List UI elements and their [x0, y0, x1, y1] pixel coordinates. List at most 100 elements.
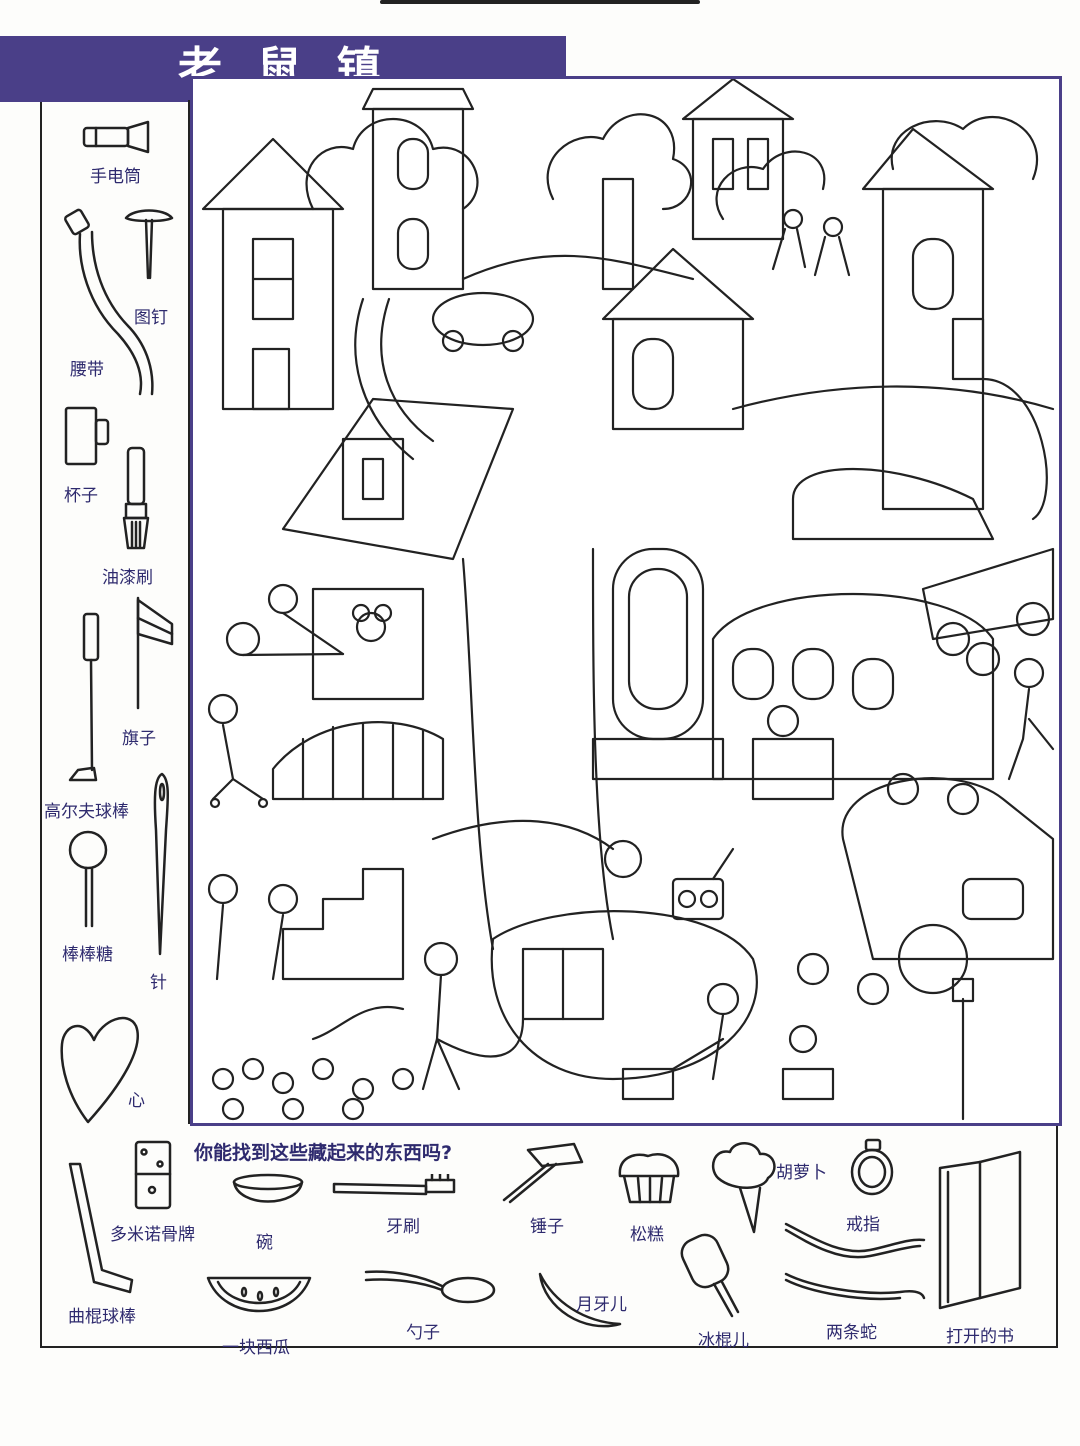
label-belt: 腰带 [70, 360, 104, 380]
crescent-moon-icon[interactable] [534, 1268, 624, 1338]
boot-toe [791, 467, 995, 541]
lawnmower [621, 1067, 675, 1101]
boot-house-roof [861, 127, 995, 191]
label-hammer: 锤子 [530, 1217, 564, 1237]
hammer-icon[interactable] [498, 1140, 588, 1206]
mouse-head [423, 941, 459, 977]
road-edge [731, 385, 1055, 411]
muffin-icon[interactable] [614, 1148, 684, 1208]
pond-house [490, 910, 758, 1081]
mouse-head [706, 982, 740, 1016]
flag-icon[interactable] [130, 594, 180, 714]
label-hockey-stick: 曲棍球棒 [68, 1307, 136, 1327]
label-domino: 多米诺骨牌 [110, 1225, 195, 1245]
mouse-window [311, 587, 425, 701]
mouse-head [886, 772, 920, 806]
mouse-town-illustration [201, 77, 1055, 1121]
mouse-head [207, 873, 239, 905]
striped-awning [271, 721, 445, 801]
popsicle-icon[interactable] [680, 1222, 750, 1322]
mouse-head [603, 839, 643, 879]
belt-icon[interactable] [58, 204, 158, 404]
thumbtack-icon[interactable] [120, 204, 180, 284]
label-ring: 戒指 [846, 1215, 880, 1235]
mouse-head [766, 704, 800, 738]
arched-door [611, 547, 705, 741]
tree-outline [890, 116, 1039, 181]
mouse-head [822, 216, 844, 238]
label-muffin: 松糕 [630, 1225, 664, 1245]
radio [671, 877, 725, 921]
flashlight-icon[interactable] [78, 118, 158, 158]
mouse-head [796, 952, 830, 986]
tree-outline [305, 117, 479, 211]
golf-club-icon[interactable] [64, 610, 114, 790]
watermelon-slice-icon[interactable] [204, 1270, 314, 1322]
cup-icon[interactable] [60, 402, 120, 472]
lollipop-icon[interactable] [64, 828, 114, 932]
heart-icon[interactable] [58, 1010, 142, 1130]
hidden-picture-scene[interactable] [190, 76, 1062, 1126]
log-bridge [354, 297, 415, 461]
toothbrush-icon[interactable] [330, 1174, 460, 1204]
mouse-head [782, 208, 804, 230]
big-car [841, 777, 1055, 961]
label-paintbrush: 油漆刷 [102, 568, 153, 588]
house-left-roof [201, 137, 345, 211]
tree-outline [546, 113, 693, 211]
domino-icon[interactable] [130, 1138, 180, 1214]
striped-road [461, 254, 695, 281]
ball [965, 641, 1001, 677]
treehouse-roof [281, 397, 515, 561]
label-heart: 心 [128, 1091, 145, 1111]
hockey-stick-icon[interactable] [62, 1160, 138, 1300]
center-chimney [601, 177, 635, 291]
mouse-head [207, 693, 239, 725]
needle-icon[interactable] [146, 770, 176, 960]
balloon [225, 621, 261, 657]
toy-car-right [921, 547, 1055, 641]
ring-icon[interactable] [844, 1136, 904, 1202]
two-snakes-icon[interactable] [780, 1216, 930, 1316]
label-carrot: 胡萝卜 [776, 1163, 827, 1183]
left-item-panel [40, 100, 190, 1124]
label-needle: 针 [150, 973, 167, 993]
mouse-head [355, 611, 387, 643]
trunk-house [461, 557, 495, 951]
tree-outline [715, 150, 826, 221]
label-popsicle: 冰棍儿 [698, 1331, 749, 1351]
carrot-icon[interactable] [704, 1138, 784, 1238]
balloon [267, 583, 299, 615]
open-book-icon[interactable] [930, 1148, 1030, 1318]
garden-hose [311, 1006, 405, 1041]
stairs [281, 867, 405, 981]
label-flag: 旗子 [122, 729, 156, 749]
label-spoon: 勺子 [406, 1323, 440, 1343]
mouse-head [1013, 657, 1045, 689]
label-golf-club: 高尔夫球棒 [44, 802, 129, 822]
bowl-icon[interactable] [228, 1172, 308, 1222]
house-left-door [251, 347, 291, 411]
mouse-head [788, 1024, 818, 1054]
paintbrush-icon[interactable] [114, 444, 164, 554]
mouse-head [946, 782, 980, 816]
wagon [781, 1067, 835, 1101]
road-edge [431, 819, 615, 851]
label-bowl: 碗 [256, 1233, 273, 1253]
dome-house [711, 593, 995, 781]
label-crescent-moon: 月牙儿 [576, 1295, 627, 1315]
center-house-wall [611, 317, 745, 431]
label-watermelon: 一块西瓜 [222, 1338, 290, 1358]
label-open-book: 打开的书 [946, 1327, 1014, 1347]
label-toothbrush: 牙刷 [386, 1217, 420, 1237]
chair [751, 737, 835, 801]
toy-car-top [431, 291, 535, 347]
flower [211, 1067, 235, 1091]
mouse-head [267, 883, 299, 915]
label-cup: 杯子 [64, 486, 98, 506]
label-flashlight: 手电筒 [90, 167, 141, 187]
mouse-head [856, 972, 890, 1006]
tower-house [371, 107, 465, 291]
question-heading: 你能找到这些藏起来的东西吗? [194, 1142, 453, 1164]
spoon-icon[interactable] [362, 1266, 498, 1306]
